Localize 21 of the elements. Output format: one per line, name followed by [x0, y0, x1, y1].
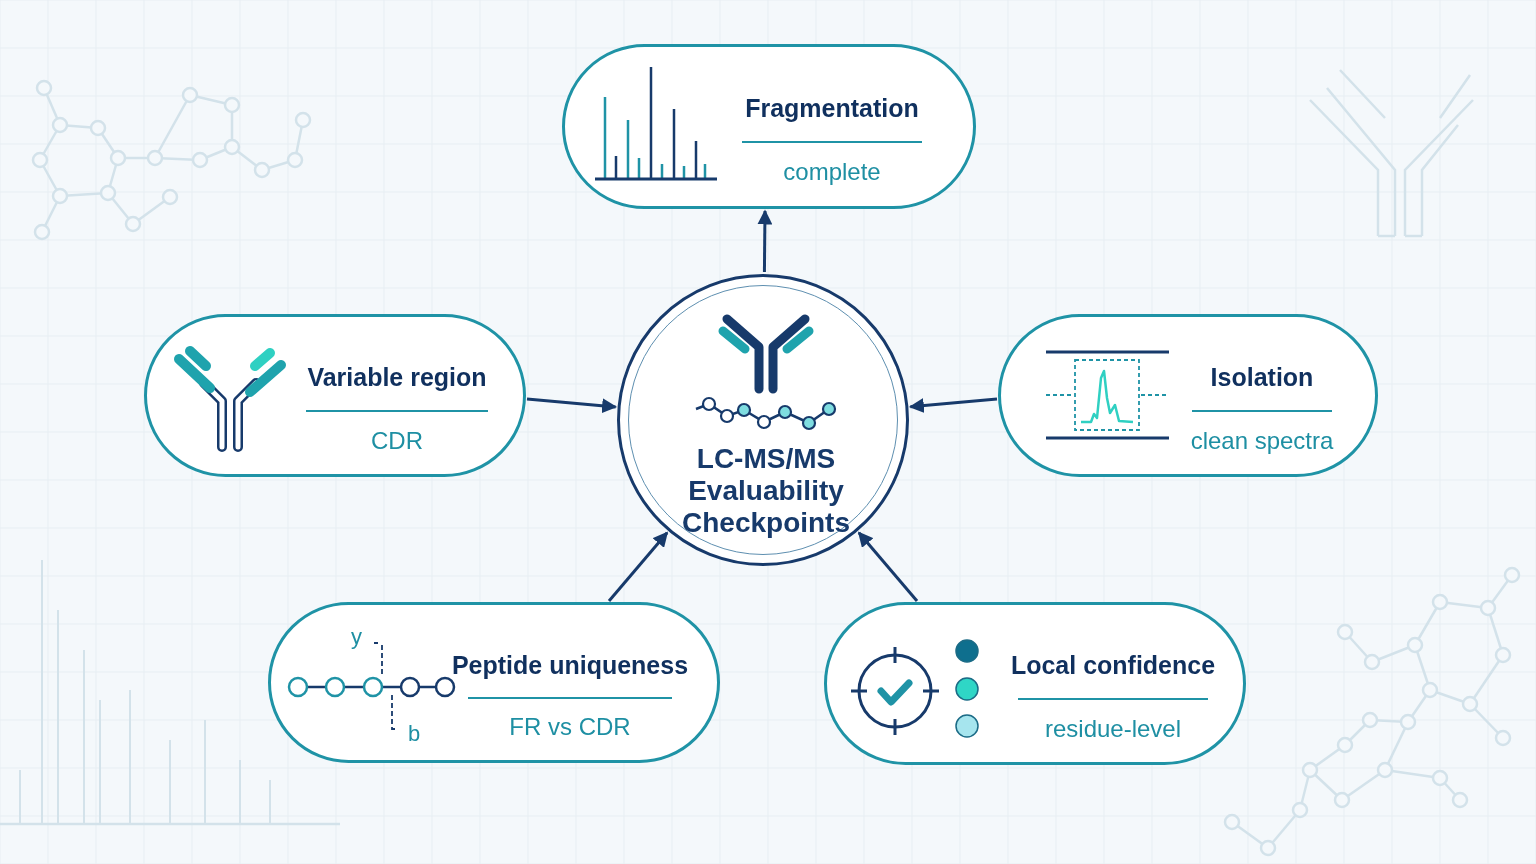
checkpoint-pill — [824, 602, 1246, 765]
arrow — [857, 531, 919, 602]
checkpoint-subtitle: FR vs CDR — [508, 713, 632, 742]
arrow — [908, 397, 998, 414]
checkpoint-pill — [268, 602, 720, 763]
arrow — [607, 531, 669, 602]
ion-label: y — [351, 625, 362, 649]
arrow — [757, 209, 773, 273]
hub-title: LC-MS/MS Evaluability Checkpoints — [681, 443, 851, 539]
checkpoint-title: Peptide uniqueness — [450, 649, 690, 680]
checkpoint-title: Local confidence — [1009, 650, 1217, 681]
checkpoint-subtitle: complete — [782, 158, 882, 187]
ion-label: b — [408, 722, 421, 746]
checkpoint-subtitle: residue-level — [1043, 714, 1183, 743]
checkpoint-title: Fragmentation — [744, 93, 920, 124]
checkpoint-subtitle: CDR — [370, 426, 424, 455]
arrow — [526, 397, 618, 414]
checkpoint-subtitle: clean spectra — [1189, 426, 1335, 455]
checkpoint-pill — [144, 314, 526, 477]
checkpoint-title: Variable region — [306, 362, 488, 393]
checkpoint-title: Isolation — [1209, 362, 1315, 393]
